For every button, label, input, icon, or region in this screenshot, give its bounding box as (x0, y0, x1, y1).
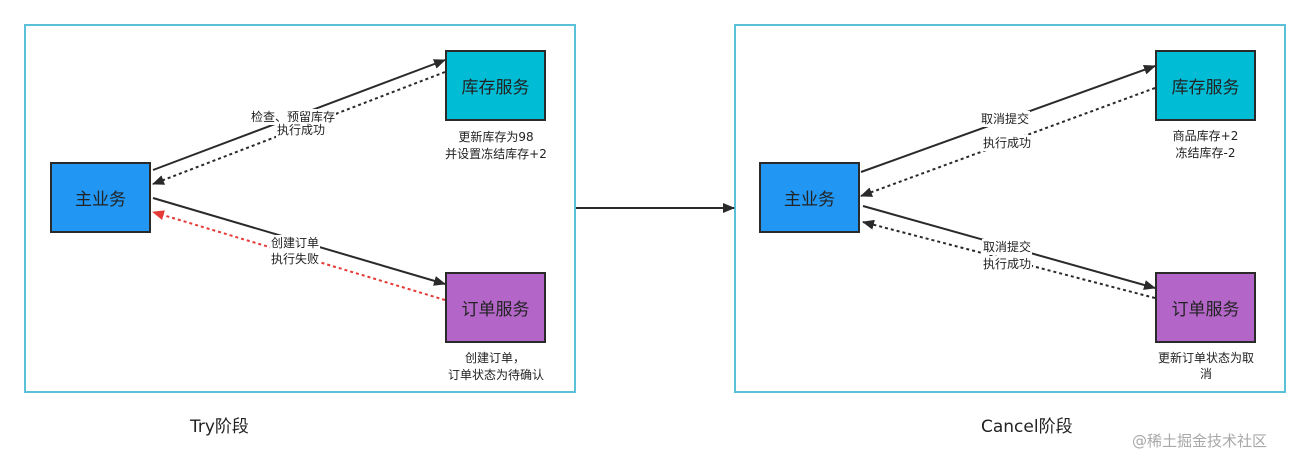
watermark: @稀土掘金技术社区 (1132, 432, 1268, 450)
try-inventory-return-label: 执行成功 (276, 122, 327, 138)
try-main-business-label: 主业务 (75, 190, 126, 210)
try-inventory-call-label: 检查、预留库存 (250, 109, 337, 125)
cancel-inventory-service-box: 库存服务 (1155, 50, 1256, 121)
try-order-service-box: 订单服务 (445, 272, 546, 343)
cancel-phase-label: Cancel阶段 (981, 417, 1073, 437)
try-phase-frame (24, 24, 576, 393)
try-inventory-service-label: 库存服务 (461, 78, 530, 98)
cancel-order-service-label: 订单服务 (1171, 300, 1240, 320)
try-order-return-label: 执行失败 (270, 251, 321, 267)
cancel-order-service-box: 订单服务 (1155, 272, 1256, 343)
try-phase-label: Try阶段 (190, 417, 249, 437)
cancel-main-business-box: 主业务 (759, 162, 860, 233)
cancel-phase-frame (734, 24, 1286, 393)
try-main-business-box: 主业务 (50, 162, 151, 233)
cancel-inventory-note-line1: 商品库存+2 (1172, 129, 1239, 143)
try-inventory-note-line1: 更新库存为98 (458, 130, 534, 144)
try-order-note-line2: 订单状态为待确认 (447, 368, 544, 382)
cancel-order-note-line1: 更新订单状态为取 (1157, 351, 1254, 365)
cancel-order-call-label: 取消提交 (982, 239, 1033, 255)
cancel-order-return-label: 执行成功 (982, 256, 1033, 272)
cancel-inventory-call-label: 取消提交 (980, 111, 1031, 127)
cancel-main-business-label: 主业务 (784, 190, 835, 210)
try-order-service-label: 订单服务 (461, 300, 530, 320)
try-order-call-label: 创建订单 (270, 235, 321, 251)
try-inventory-note-line2: 并设置冻结库存+2 (445, 147, 547, 161)
cancel-inventory-note-line2: 冻结库存-2 (1175, 146, 1236, 160)
try-inventory-service-box: 库存服务 (445, 50, 546, 121)
cancel-inventory-service-label: 库存服务 (1171, 78, 1240, 98)
cancel-order-note-line2: 消 (1199, 367, 1212, 381)
try-order-note-line1: 创建订单， (464, 351, 525, 365)
cancel-inventory-return-label: 执行成功 (982, 135, 1033, 151)
